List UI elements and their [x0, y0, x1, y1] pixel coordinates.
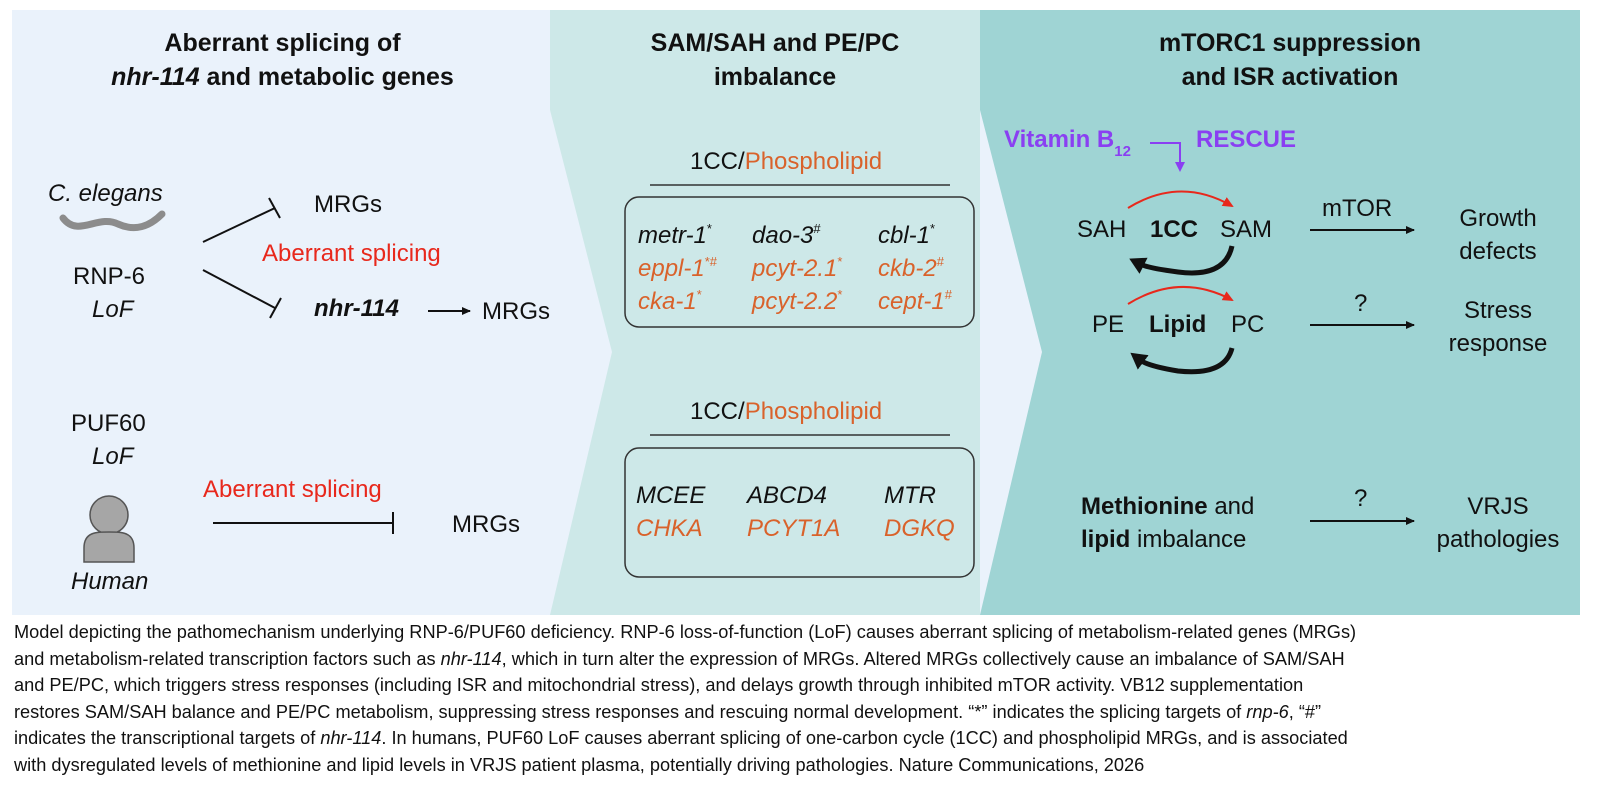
caption-line-4: restores SAM/SAH balance and PE/PC metab… — [14, 701, 1322, 722]
gene-pcyt1a: PCYT1A — [747, 515, 841, 542]
worm-label: C. elegans — [48, 180, 163, 207]
gene-abcd4: ABCD4 — [747, 482, 828, 509]
right-panel-title: mTORC1 suppression and ISR activation — [1110, 26, 1470, 94]
left-title-line2: nhr-114 and metabolic genes — [90, 60, 475, 94]
middle-title-line2: imbalance — [713, 63, 837, 91]
inhibition-to-mrgs — [202, 197, 281, 243]
box2-header-1cc: 1CC/ — [690, 398, 745, 425]
mtor-label: mTOR — [1322, 195, 1393, 222]
question-stress: ? — [1354, 290, 1368, 317]
mrgs-mid-label: MRGs — [482, 298, 550, 325]
inhibition-human-to-mrgs — [213, 512, 394, 534]
aberrant-splicing-top: Aberrant splicing — [262, 240, 441, 267]
rescue-label: RESCUE — [1196, 126, 1297, 153]
inhibition-to-nhr114 — [202, 269, 282, 319]
gene-dao-3: dao-3# — [752, 221, 821, 249]
mrgs-top-label: MRGs — [314, 191, 382, 218]
vitamin-rescue-connector — [1150, 142, 1185, 172]
growth-defects-label: Growth defects — [1459, 205, 1537, 265]
box2-frame — [624, 447, 975, 578]
mrgs-bottom-label: MRGs — [452, 511, 520, 538]
cycle-lipid-red-arrow — [1127, 285, 1234, 305]
box1-header-1cc: 1CC/ — [690, 148, 745, 175]
worm-icon — [59, 210, 166, 232]
left-panel-title: Aberrant splicing of nhr-114 and metabol… — [90, 26, 475, 94]
gene-pcyt-2-2: pcyt-2.2* — [752, 287, 843, 315]
stress-response-label: Stress response — [1448, 297, 1548, 357]
left-title-line1: Aberrant splicing of — [164, 29, 401, 57]
human-label: Human — [71, 568, 149, 595]
cycle-1cc-red-arrow — [1127, 190, 1234, 209]
cycle-lipid-black-arrow — [1130, 347, 1235, 375]
left-title-gene: nhr-114 — [111, 63, 200, 91]
onecc-label: 1CC — [1150, 216, 1199, 243]
gene-cka-1: cka-1* — [638, 287, 702, 315]
gene-eppl-1: eppl-1*# — [638, 254, 718, 282]
box2-header: 1CC/Phospholipid — [690, 400, 882, 424]
lipid-label: Lipid — [1149, 311, 1207, 338]
figure-graphics — [12, 10, 1580, 615]
model-figure: Aberrant splicing of nhr-114 and metabol… — [12, 10, 1580, 615]
puf60-label: PUF60 — [71, 410, 146, 437]
left-title-rest: and metabolic genes — [199, 63, 454, 91]
box2-header-phospholipid: Phospholipid — [744, 398, 883, 425]
gene-chka: CHKA — [636, 515, 703, 542]
gene-cept-1: cept-1# — [878, 287, 952, 315]
gene-ckb-2: ckb-2# — [878, 254, 944, 282]
gene-cbl-1: cbl-1* — [878, 221, 936, 249]
box1-header-phospholipid: Phospholipid — [744, 148, 883, 175]
box1-header: 1CC/Phospholipid — [690, 150, 882, 174]
puf60-lof-label: LoF — [92, 443, 134, 470]
pe-label: PE — [1092, 311, 1125, 338]
panel-middle-bg — [550, 10, 980, 615]
middle-title-line1: SAM/SAH and PE/PC — [650, 29, 900, 57]
question-vrjs: ? — [1354, 485, 1368, 512]
sam-label: SAM — [1220, 216, 1273, 243]
box1-frame — [624, 196, 975, 328]
methionine-lipid-imbalance: Methionine and lipid imbalance — [1081, 493, 1255, 553]
caption-line-5: indicates the transcriptional targets of… — [14, 728, 1348, 748]
pc-label: PC — [1231, 311, 1265, 338]
gene-mcee: MCEE — [636, 482, 706, 509]
rnp6-lof-label: LoF — [92, 296, 134, 323]
gene-pcyt-2-1: pcyt-2.1* — [752, 254, 843, 282]
gene-mtr: MTR — [884, 482, 936, 509]
aberrant-splicing-bottom: Aberrant splicing — [203, 476, 382, 503]
caption-line-1: Model depicting the pathomechanism under… — [14, 622, 1357, 642]
gene-dgkq: DGKQ — [884, 515, 955, 542]
nhr114-label: nhr-114 — [314, 295, 399, 322]
right-title-line1: mTORC1 suppression — [1158, 29, 1422, 57]
figure-caption: Model depicting the pathomechanism under… — [14, 619, 1586, 778]
vitamin-b12-label: Vitamin B12 — [1004, 126, 1131, 160]
gene-metr-1: metr-1* — [638, 221, 712, 249]
cycle-1cc-black-arrow — [1129, 245, 1235, 276]
rnp6-label: RNP-6 — [73, 263, 146, 290]
panel-right-bg — [980, 10, 1580, 615]
vrjs-pathologies-label: VRJS pathologies — [1436, 493, 1560, 553]
caption-line-2: and metabolism-related transcription fac… — [14, 648, 1345, 669]
right-title-line2: and ISR activation — [1181, 63, 1399, 91]
middle-panel-title: SAM/SAH and PE/PC imbalance — [610, 26, 940, 94]
caption-line-3: and PE/PC, which triggers stress respons… — [14, 675, 1304, 695]
caption-line-6: with dysregulated levels of methionine a… — [14, 754, 1145, 775]
human-icon — [83, 495, 135, 563]
sah-label: SAH — [1077, 216, 1127, 243]
